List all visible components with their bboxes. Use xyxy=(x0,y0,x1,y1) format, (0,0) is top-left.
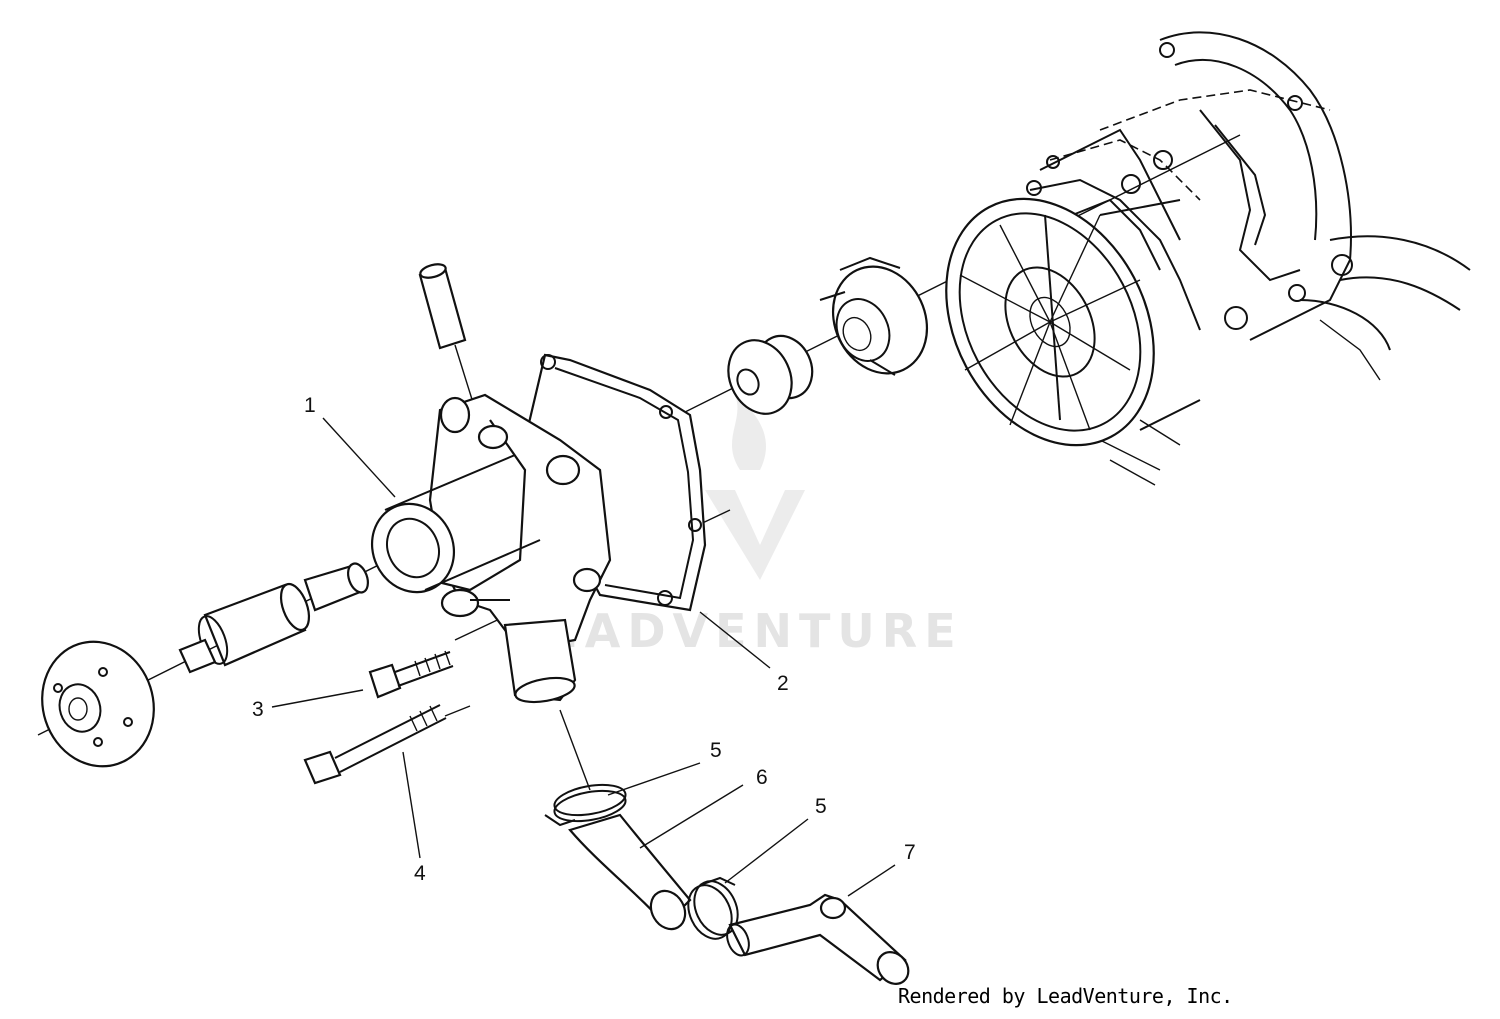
callout-4: 4 xyxy=(414,862,426,885)
bolt-long xyxy=(303,704,447,785)
pulley-flange xyxy=(41,640,155,768)
pin-sleeve xyxy=(418,263,467,350)
watermark-logo xyxy=(705,395,805,580)
callout-6: 6 xyxy=(756,766,768,789)
pump-body xyxy=(370,353,707,704)
callout-1: 1 xyxy=(304,394,316,417)
callout-7: 7 xyxy=(904,841,916,864)
callout-2: 2 xyxy=(777,672,789,695)
shaft-bearing xyxy=(178,562,369,674)
callout-5-lower: 5 xyxy=(815,795,827,818)
callout-5-upper: 5 xyxy=(710,739,722,762)
impeller xyxy=(819,256,929,376)
bolt-short xyxy=(368,650,454,699)
outlet-pipe xyxy=(726,893,910,985)
render-credit: Rendered by LeadVenture, Inc. xyxy=(898,984,1233,1008)
hose-clamp-upper xyxy=(544,783,627,827)
hose xyxy=(568,813,692,931)
engine-housing xyxy=(945,31,1471,486)
callout-3: 3 xyxy=(252,698,264,721)
leader-lines xyxy=(271,417,896,897)
seal xyxy=(727,334,814,415)
